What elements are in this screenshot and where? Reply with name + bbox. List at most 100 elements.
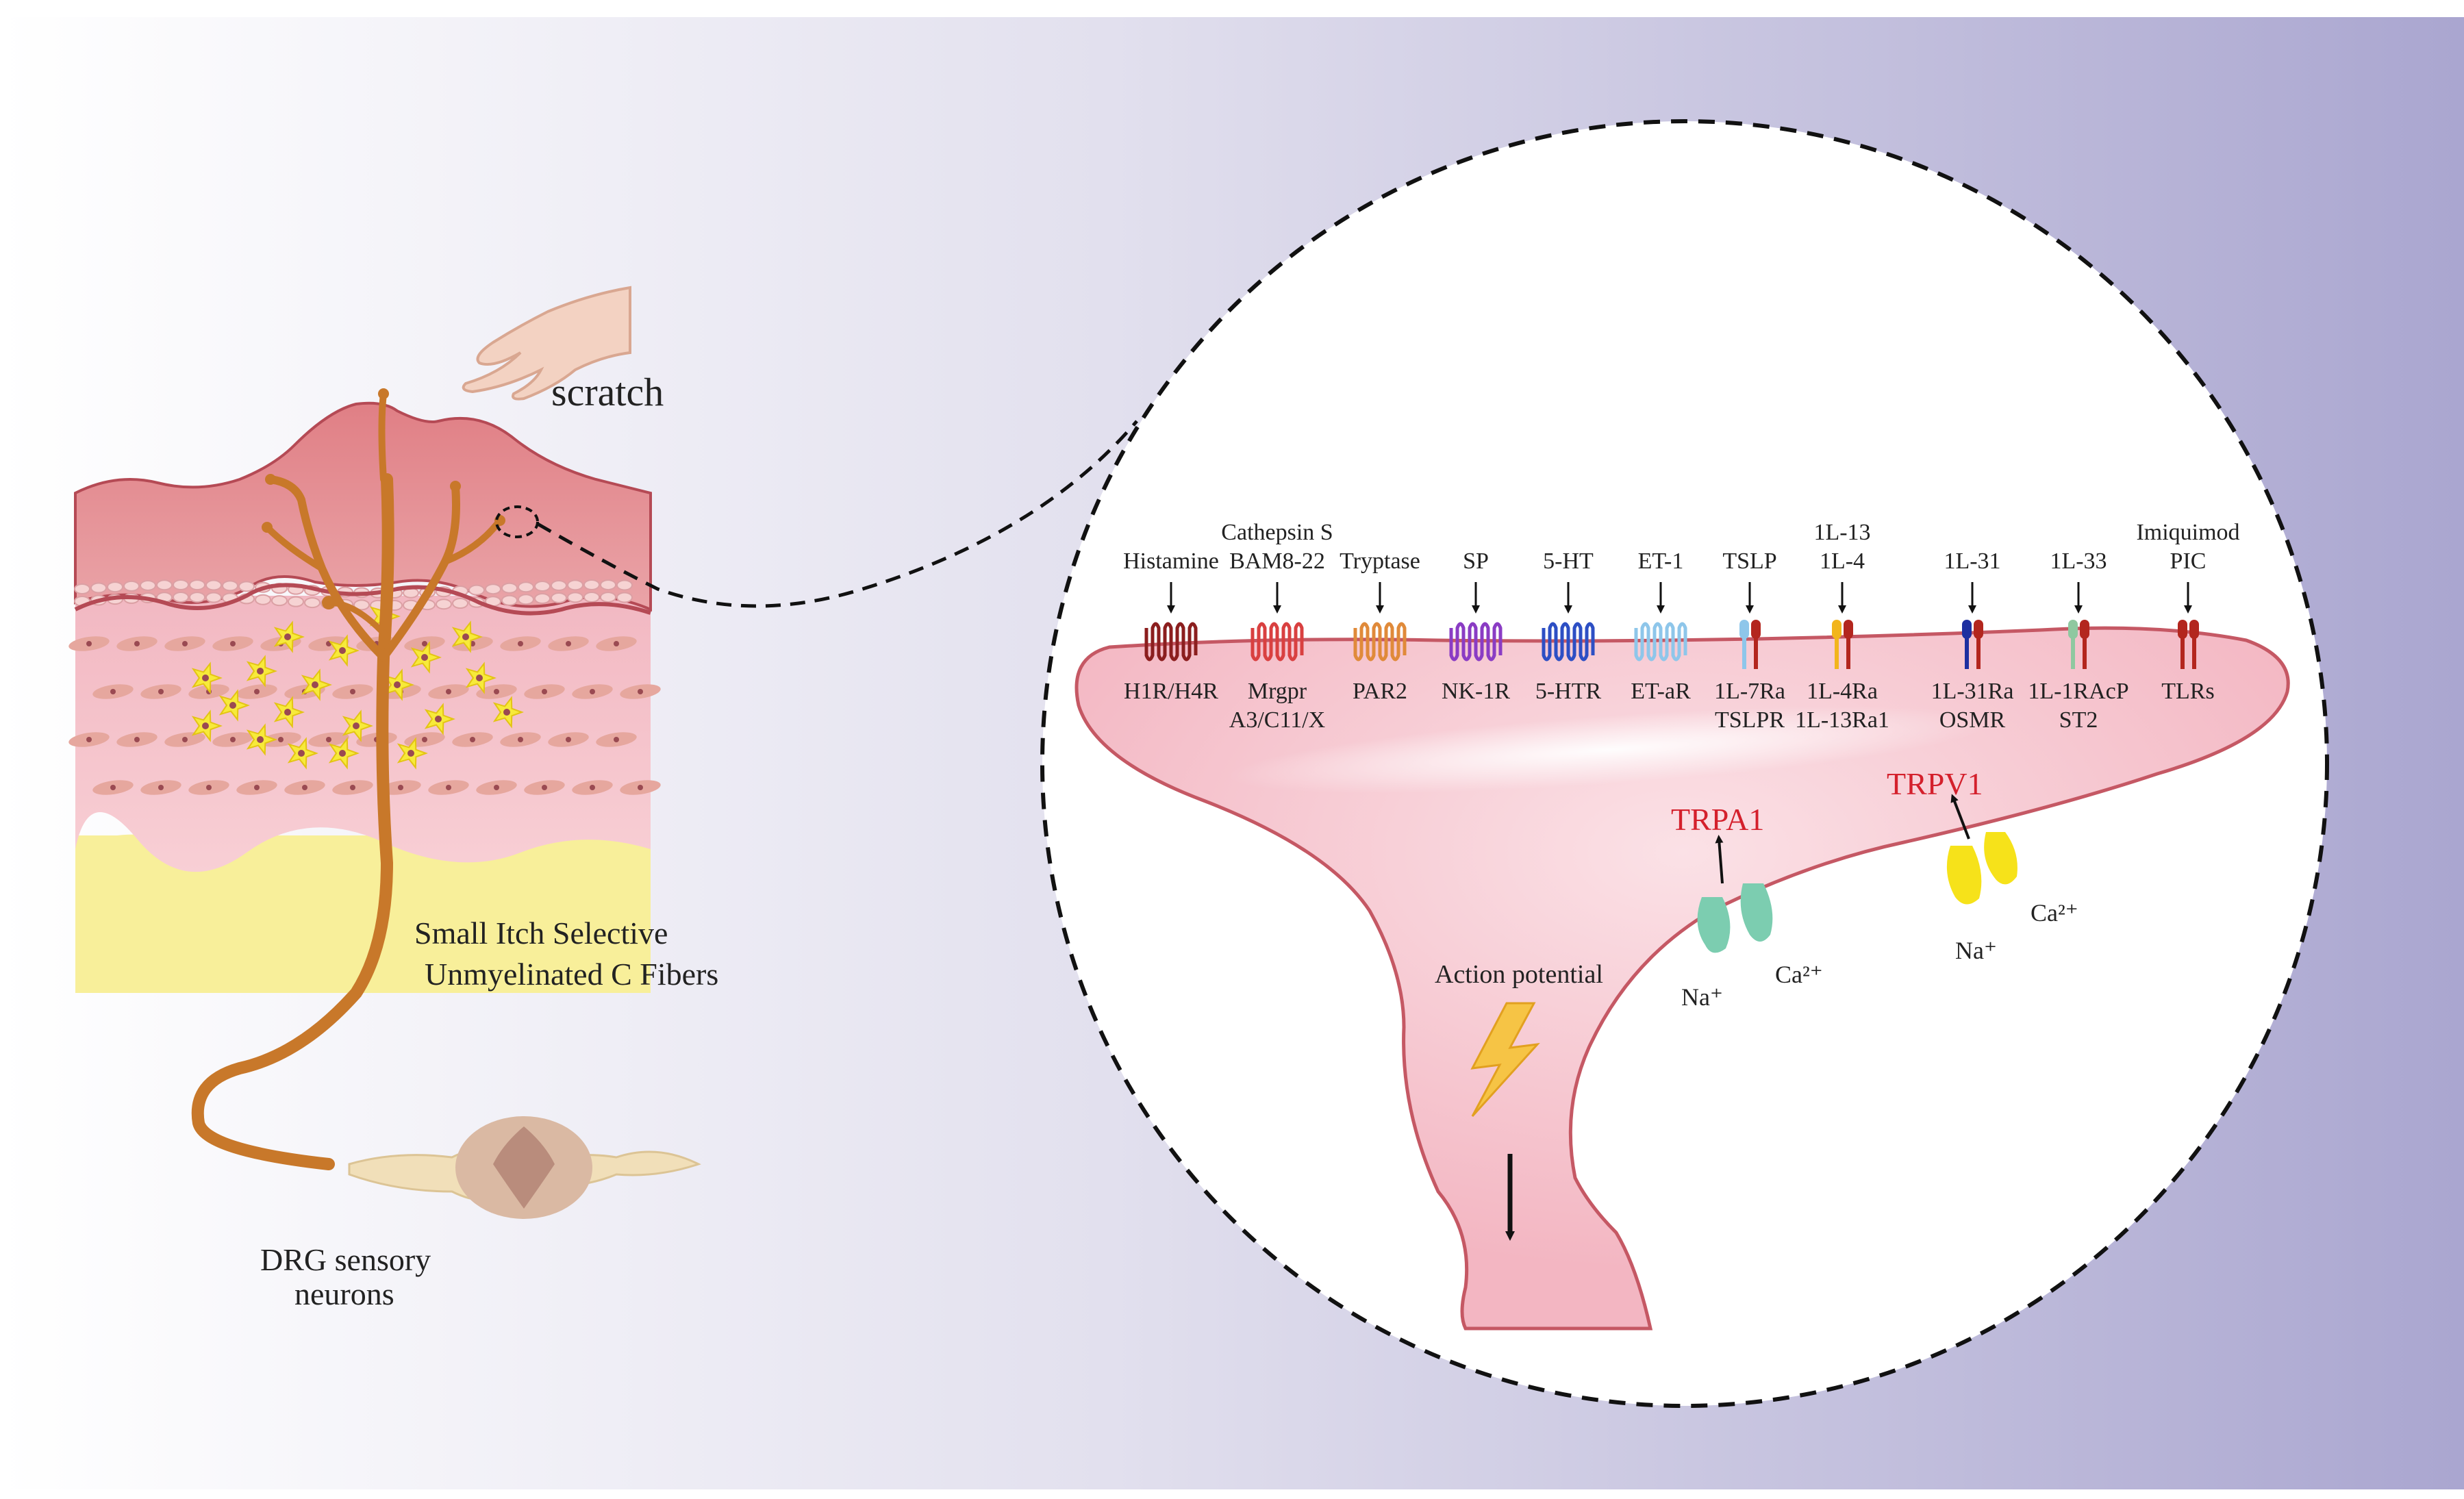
keratinocyte [501, 594, 518, 606]
mast-cell [273, 696, 305, 729]
mast-cell [301, 668, 332, 701]
fibroblast [68, 732, 110, 747]
fibroblast [380, 780, 421, 795]
cytokine-receptor-icon [1739, 620, 1761, 669]
trpv1-na-label: Na⁺ [1955, 937, 1997, 964]
trpa1-channel: TRPA1 Na⁺ Ca²⁺ [1671, 802, 1823, 1011]
keratinocyte [156, 579, 173, 591]
keratinocyte [90, 582, 107, 594]
keratinocyte [600, 579, 616, 591]
trpv1-arrow [1950, 794, 1970, 840]
keratinocyte [501, 582, 518, 594]
receptor-label: ET-aR [1631, 679, 1691, 704]
ligand-label: SP [1463, 549, 1489, 574]
ligand-label: 1L-33 [2050, 549, 2107, 574]
keratinocyte [583, 592, 600, 603]
ligand-label: Histamine [1123, 549, 1219, 574]
fibroblast-cells [68, 636, 661, 795]
keratinocyte [189, 579, 205, 591]
gpcr-icon [1542, 622, 1595, 662]
gpcr-icon [1353, 622, 1407, 662]
trpv1-ca-label: Ca²⁺ [2031, 899, 2078, 927]
trpa1-na-label: Na⁺ [1681, 983, 1723, 1011]
keratinocyte [288, 596, 304, 607]
keratinocyte [255, 594, 271, 605]
keratinocyte [534, 593, 551, 605]
ligand-label: Cathepsin S [1221, 520, 1333, 545]
keratinocyte [222, 580, 238, 592]
scratch-label: scratch [551, 370, 664, 414]
keratinocyte [551, 592, 567, 604]
fibroblast [332, 780, 373, 795]
drg-spinal-cord-icon: DRG sensory neurons [260, 1116, 701, 1311]
fibroblast [620, 684, 661, 699]
ligand-label: ET-1 [1638, 549, 1684, 574]
fibroblast [572, 684, 613, 699]
receptor-label: OSMR [1939, 707, 2006, 733]
mast-cell [492, 696, 524, 729]
keratinocyte [452, 598, 468, 609]
gpcr-icon [1144, 622, 1198, 662]
keratinocyte [534, 581, 551, 592]
mast-cell [246, 655, 277, 688]
mast-cell [191, 662, 223, 694]
receptor-label: 1L-4Ra [1807, 679, 1878, 704]
keratinocyte [567, 592, 583, 603]
fibroblast [404, 636, 445, 651]
epidermis-layer [74, 401, 652, 612]
trpv1-channel: TRPV1 Na⁺ Ca²⁺ [1887, 766, 2078, 964]
fibroblast [500, 636, 541, 651]
keratinocyte [107, 581, 123, 593]
fibroblast [452, 732, 493, 747]
receptor-5-htr: 5-HT5-HTR [1535, 549, 1602, 704]
cytokine-receptor-icon [2178, 620, 2199, 669]
trpa1-ca-label: Ca²⁺ [1775, 961, 1823, 988]
zoom-connector-line [536, 420, 1138, 608]
receptor-label: 1L-1RAcP [2028, 679, 2128, 704]
membrane-highlight [1227, 706, 1992, 794]
fibroblast [428, 780, 469, 795]
fibroblast [308, 732, 349, 747]
mast-cell [287, 737, 318, 770]
fibroblast [476, 684, 517, 699]
ligand-label: 1L-31 [1944, 549, 2000, 574]
mast-cell [397, 737, 428, 770]
keratinocyte [304, 597, 320, 609]
receptor-label: A3/C11/X [1229, 707, 1325, 733]
fibroblast [68, 636, 110, 651]
receptor-label: Mrgpr [1248, 679, 1307, 704]
keratinocyte [468, 584, 485, 596]
receptor-et-ar: ET-1ET-aR [1631, 549, 1691, 704]
keratinocyte [173, 592, 189, 603]
fibroblast [140, 684, 181, 699]
keratinocyte [205, 579, 222, 591]
cytokine-receptor-icon [1962, 620, 1983, 669]
lightning-icon [1470, 1002, 1540, 1118]
drg-label-line2: neurons [294, 1276, 394, 1311]
receptor-label: ST2 [2059, 707, 2098, 733]
gpcr-icon [1634, 622, 1687, 662]
fibroblast [260, 732, 301, 747]
fibroblast [500, 732, 541, 747]
mast-cell [191, 709, 223, 742]
keratinocyte [123, 580, 140, 592]
cytokine-receptor-icon [2068, 620, 2089, 669]
receptor-label: PAR2 [1353, 679, 1407, 704]
fibroblast [92, 780, 134, 795]
fibroblast [524, 780, 565, 795]
trpa1-arrow [1715, 835, 1724, 884]
receptor-label: 1L-13Ra1 [1795, 707, 1889, 733]
keratinocyte [238, 581, 255, 592]
keratinocyte [616, 592, 633, 603]
gpcr-icon [1449, 622, 1503, 662]
keratinocyte [140, 579, 156, 591]
gpcr-icon [1250, 622, 1304, 662]
receptor-label: TSLPR [1715, 707, 1785, 733]
mast-cell [328, 634, 360, 667]
